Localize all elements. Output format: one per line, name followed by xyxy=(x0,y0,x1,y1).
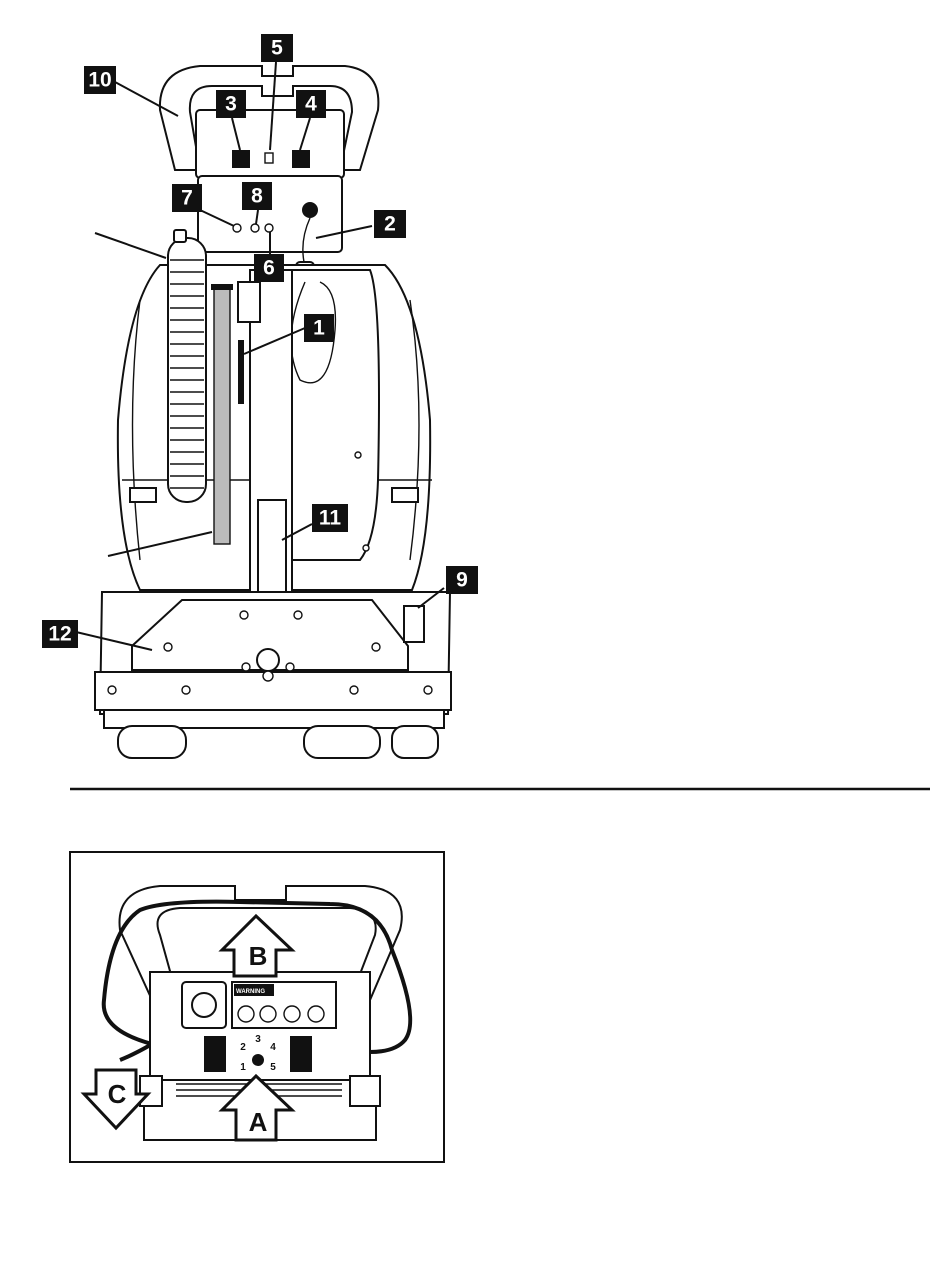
svg-text:7: 7 xyxy=(181,187,193,210)
machine-illustration: 10 5 3 4 7 8 2 6 1 11 9 12 xyxy=(42,34,478,758)
latch xyxy=(238,282,260,322)
center-knob-stem xyxy=(263,671,273,681)
bolt-8 xyxy=(182,686,190,694)
svg-text:9: 9 xyxy=(456,569,468,592)
inset-switch-left xyxy=(204,1036,226,1072)
bolt-10 xyxy=(424,686,432,694)
leader-hose xyxy=(95,233,166,258)
callout-11: 11 xyxy=(312,504,348,532)
callout-8: 8 xyxy=(242,182,272,210)
callout-7: 7 xyxy=(172,184,202,212)
center-knob xyxy=(257,649,279,671)
inset-gauge xyxy=(192,993,216,1017)
inset-dial-3: 3 xyxy=(255,1034,261,1045)
inset-dial-1: 1 xyxy=(240,1062,246,1073)
arrow-a-label: A xyxy=(249,1107,268,1137)
callout-5: 5 xyxy=(261,34,293,62)
inset-latch-right xyxy=(350,1076,380,1106)
svg-text:4: 4 xyxy=(305,93,317,116)
svg-text:3: 3 xyxy=(225,93,237,116)
svg-text:2: 2 xyxy=(384,213,396,236)
inset-dial xyxy=(252,1054,264,1066)
bolt-3 xyxy=(164,643,172,651)
latch-right xyxy=(392,488,418,502)
inset-dial-2: 2 xyxy=(240,1042,246,1053)
bolt-7 xyxy=(108,686,116,694)
svg-text:8: 8 xyxy=(251,185,263,208)
bolt-5 xyxy=(242,663,250,671)
inset-dial-4: 4 xyxy=(270,1042,276,1053)
knob-6 xyxy=(265,224,273,232)
column-lower xyxy=(258,500,286,600)
callout-12: 12 xyxy=(42,620,78,648)
svg-text:10: 10 xyxy=(88,69,111,92)
cord-wrap-inset: WARNING 2 3 4 1 5 B A C xyxy=(70,852,444,1162)
arrow-b-label: B xyxy=(249,941,268,971)
quick-connector xyxy=(404,606,424,642)
cover-screw-2 xyxy=(363,545,369,551)
cover-screw-1 xyxy=(355,452,361,458)
callout-10: 10 xyxy=(84,66,116,94)
callout-9: 9 xyxy=(446,566,478,594)
bolt-6 xyxy=(286,663,294,671)
callout-1: 1 xyxy=(304,314,334,342)
bolt-1 xyxy=(240,611,248,619)
knob-8 xyxy=(251,224,259,232)
indicator-light xyxy=(265,153,273,163)
bolt-9 xyxy=(350,686,358,694)
dipstick xyxy=(238,340,244,404)
wheel-center xyxy=(304,726,380,758)
switch-right xyxy=(292,150,310,168)
wheel-left xyxy=(118,726,186,758)
callout-4: 4 xyxy=(296,90,326,118)
wand-handle xyxy=(211,284,233,290)
svg-text:11: 11 xyxy=(319,507,342,530)
callout-6: 6 xyxy=(254,254,284,282)
inset-latch-left xyxy=(140,1076,162,1106)
svg-text:1: 1 xyxy=(313,317,325,340)
svg-text:5: 5 xyxy=(271,37,283,60)
inset-switch-right xyxy=(290,1036,312,1072)
inset-dial-5: 5 xyxy=(270,1062,276,1073)
callout-2: 2 xyxy=(374,210,406,238)
bolt-4 xyxy=(372,643,380,651)
callout-3: 3 xyxy=(216,90,246,118)
svg-text:12: 12 xyxy=(48,623,71,646)
arrow-c-label: C xyxy=(108,1079,127,1109)
bolt-2 xyxy=(294,611,302,619)
cord-grommet xyxy=(302,202,318,218)
vacuum-hose xyxy=(168,230,206,502)
inset-warning-text: WARNING xyxy=(236,989,265,995)
switch-left xyxy=(232,150,250,168)
svg-text:6: 6 xyxy=(263,257,275,280)
wheel-right xyxy=(392,726,438,758)
latch-left xyxy=(130,488,156,502)
wand xyxy=(214,288,230,544)
